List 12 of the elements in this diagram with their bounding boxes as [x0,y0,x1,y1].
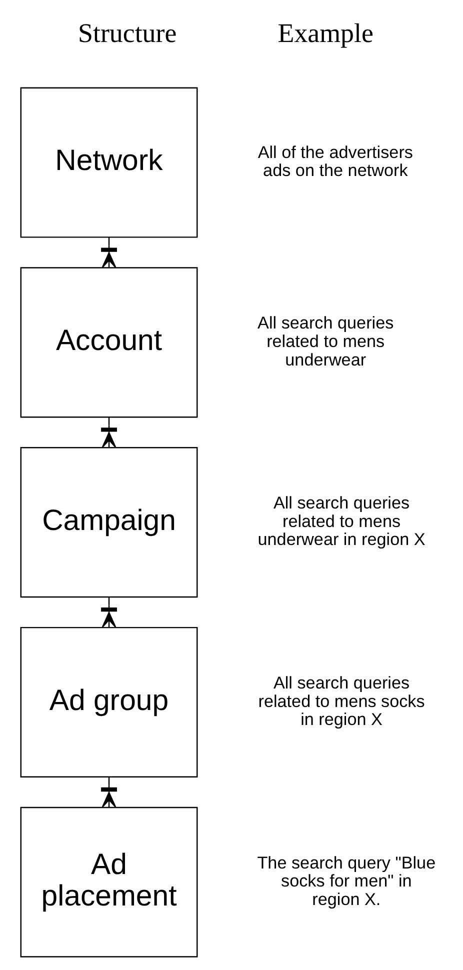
node-label: All search queries related to mens underwear in region X [257,492,425,550]
label: Structure [78,18,176,48]
node-label: All search queries related to mens socks in region X [258,672,424,730]
node-box: Ad group [20,626,198,778]
node-box: Network [20,87,198,238]
node-label: All search queries related to mens underwear [257,312,394,370]
label: Example [277,18,373,48]
node-box: Campaign [20,447,198,598]
node-label: The search query "Blue socks for men" in region X. [256,852,436,910]
node-box: Account [20,267,198,418]
node-box: Ad placement [20,806,198,958]
node-label: All of the advertisers ads on the network [257,142,412,180]
